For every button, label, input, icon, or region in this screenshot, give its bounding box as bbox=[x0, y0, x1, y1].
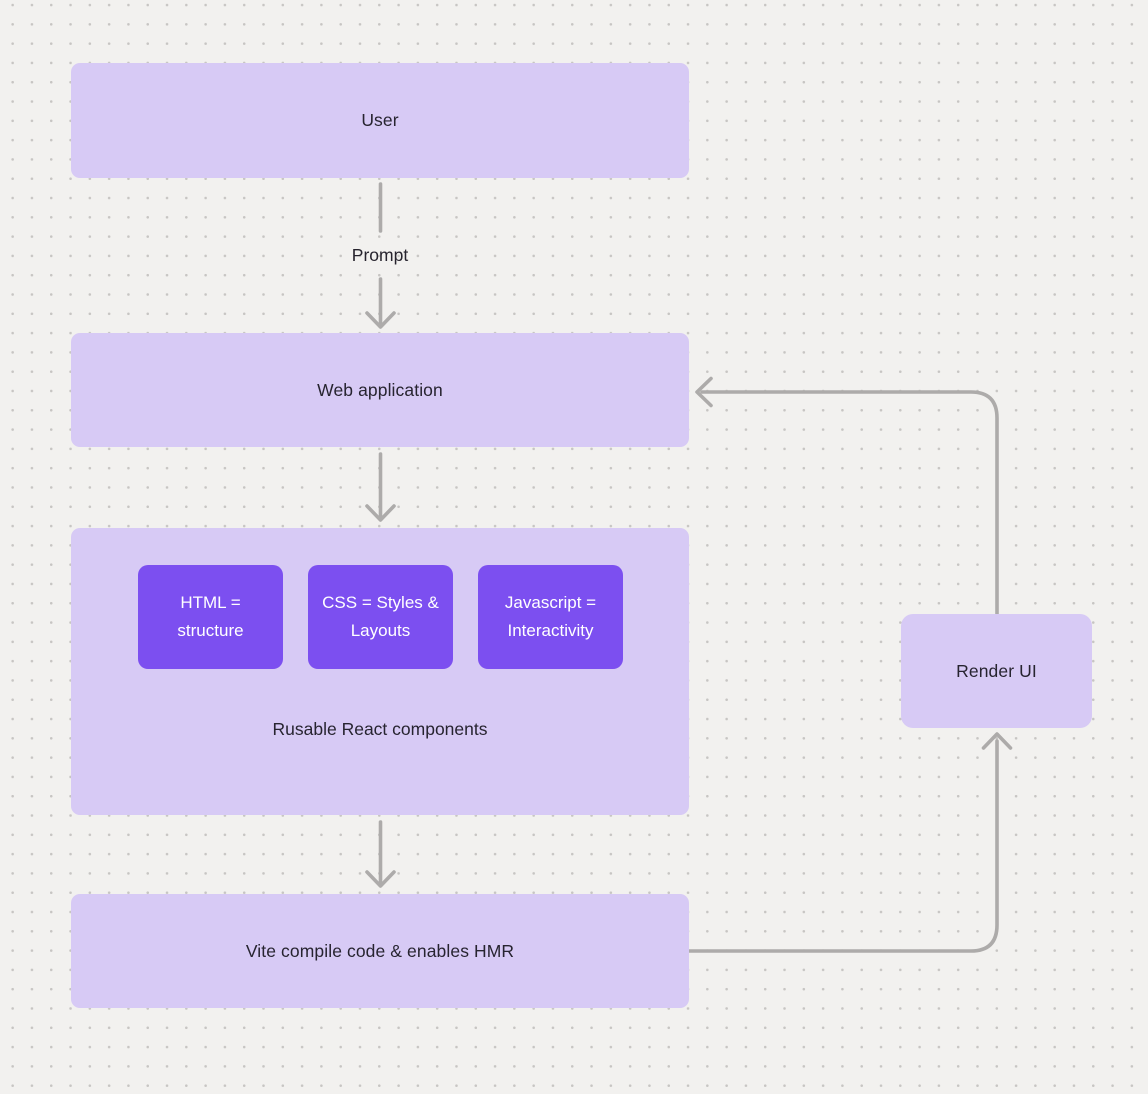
chip-javascript[interactable]: Javascript = Interactivity bbox=[478, 565, 623, 669]
arrowhead-down-vite bbox=[365, 870, 396, 888]
chip-html[interactable]: HTML = structure bbox=[138, 565, 283, 669]
arrowhead-down-components bbox=[365, 504, 396, 522]
edge-label-prompt: Prompt bbox=[351, 245, 409, 265]
node-render-ui-label: Render UI bbox=[956, 660, 1037, 681]
node-user-label: User bbox=[361, 110, 399, 130]
react-components-caption: Rusable React components bbox=[272, 719, 488, 739]
node-render-ui[interactable]: Render UI bbox=[901, 614, 1092, 728]
edge-renderui-to-webapp-line bbox=[700, 390, 999, 616]
node-vite-label: Vite compile code & enables HMR bbox=[245, 940, 515, 961]
arrowhead-left-webapp bbox=[695, 376, 713, 408]
node-vite[interactable]: Vite compile code & enables HMR bbox=[71, 894, 689, 1008]
arrowhead-up-renderui bbox=[981, 732, 1013, 750]
chip-html-label: HTML = structure bbox=[177, 592, 244, 640]
chip-javascript-label: Javascript = Interactivity bbox=[504, 592, 597, 640]
chip-css-label: CSS = Styles & Layouts bbox=[322, 592, 439, 640]
chip-css[interactable]: CSS = Styles & Layouts bbox=[308, 565, 453, 669]
edge-vite-to-renderui-line bbox=[687, 739, 999, 953]
node-web-application-label: Web application bbox=[317, 379, 443, 400]
node-user[interactable]: User bbox=[71, 63, 689, 178]
arrowhead-down-webapp bbox=[365, 311, 396, 329]
node-web-application[interactable]: Web application bbox=[71, 333, 689, 447]
